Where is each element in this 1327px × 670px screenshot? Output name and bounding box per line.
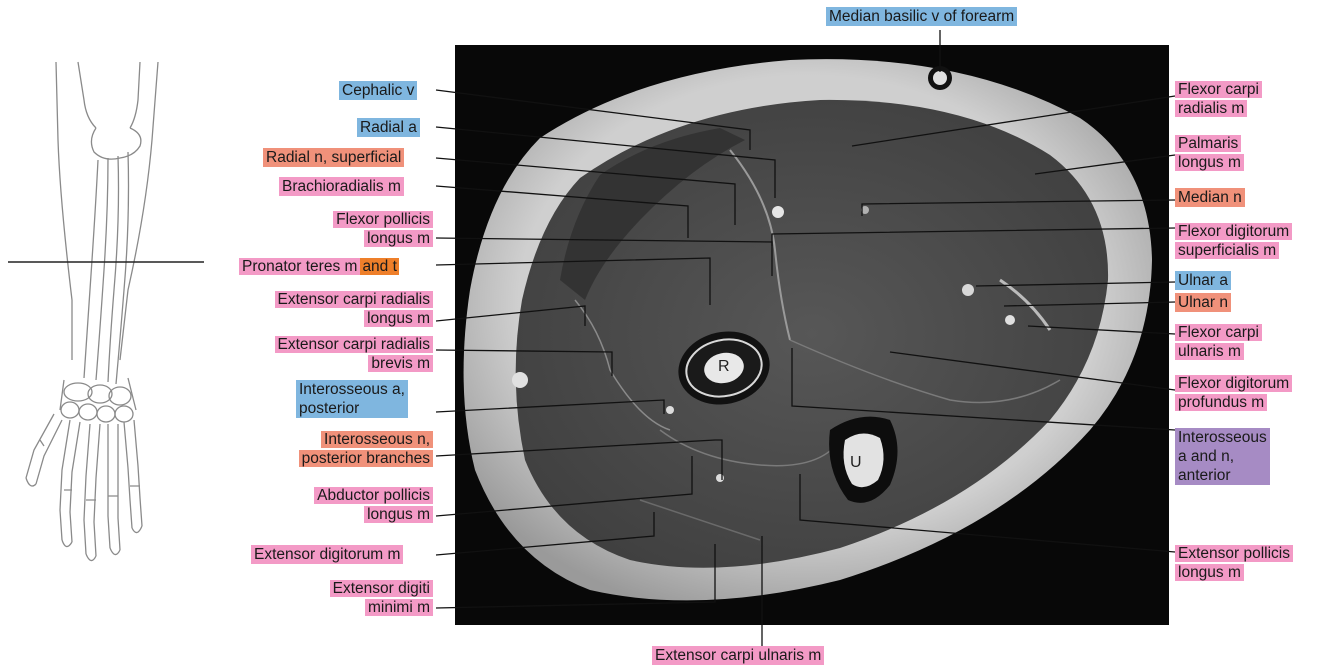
label-palmaris-longus: Palmaris longus m <box>1175 134 1244 172</box>
label-ecrb-line1: Extensor carpi radialis <box>275 336 433 353</box>
label-epl: Extensor pollicis longus m <box>1175 544 1293 582</box>
label-fdp: Flexor digitorum profundus m <box>1175 374 1292 412</box>
label-apl-line1: Abductor pollicis <box>314 487 433 504</box>
label-fcr: Flexor carpi radialis m <box>1175 80 1262 118</box>
label-epl-line2: longus m <box>1175 564 1244 581</box>
label-ia-post-line1: Interosseous a, <box>296 380 408 399</box>
label-in-post-line2: posterior branches <box>299 450 433 467</box>
label-in-post-line1: Interosseous n, <box>321 431 433 448</box>
label-edm-line2: minimi m <box>365 599 433 616</box>
label-ecrl-line1: Extensor carpi radialis <box>275 291 433 308</box>
label-brachioradialis: Brachioradialis m <box>279 177 404 196</box>
label-ulnar-a: Ulnar a <box>1175 271 1231 290</box>
label-edm-line1: Extensor digiti <box>330 580 433 597</box>
label-fcr-line2: radialis m <box>1175 100 1247 117</box>
label-apl: Abductor pollicis longus m <box>311 486 436 524</box>
label-fpl-line1: Flexor pollicis <box>333 211 433 228</box>
ulna-label: U <box>850 454 862 472</box>
label-ecrl: Extensor carpi radialis longus m <box>272 290 436 328</box>
label-cephalic-v: Cephalic v <box>339 81 417 100</box>
label-interosseous-a-posterior: Interosseous a, posterior <box>296 380 408 418</box>
label-ia-ant-line1: Interosseous <box>1175 428 1270 447</box>
label-interosseous-anterior: Interosseous a and n, anterior <box>1175 428 1270 485</box>
label-ia-ant-line2: a and n, <box>1175 447 1270 466</box>
label-pl-line1: Palmaris <box>1175 135 1241 152</box>
label-fds-line1: Flexor digitorum <box>1175 223 1292 240</box>
label-fdp-line1: Flexor digitorum <box>1175 375 1292 392</box>
label-fcu-line1: Flexor carpi <box>1175 324 1262 341</box>
label-flexor-pollicis-longus: Flexor pollicis longus m <box>330 210 436 248</box>
label-ecrb-line2: brevis m <box>368 355 433 372</box>
label-fds-line2: superficialis m <box>1175 242 1279 259</box>
label-extensor-digitorum: Extensor digitorum m <box>251 545 403 564</box>
label-pl-line2: longus m <box>1175 154 1244 171</box>
label-radial-a: Radial a <box>357 118 420 137</box>
label-fpl-line2: longus m <box>364 230 433 247</box>
label-ulnar-n: Ulnar n <box>1175 293 1231 312</box>
arm-bones-illustration <box>26 62 158 561</box>
label-edm: Extensor digiti minimi m <box>327 579 436 617</box>
label-fds: Flexor digitorum superficialis m <box>1175 222 1292 260</box>
label-fcu-line2: ulnaris m <box>1175 343 1244 360</box>
label-apl-line2: longus m <box>364 506 433 523</box>
label-fcu: Flexor carpi ulnaris m <box>1175 323 1262 361</box>
label-ecu: Extensor carpi ulnaris m <box>652 646 824 665</box>
label-epl-line1: Extensor pollicis <box>1175 545 1293 562</box>
label-radial-n-superficial: Radial n, superficial <box>263 148 404 167</box>
radius-label: R <box>718 358 730 376</box>
label-fcr-line1: Flexor carpi <box>1175 81 1262 98</box>
label-ia-post-line2: posterior <box>296 399 408 418</box>
label-ia-ant-line3: anterior <box>1175 466 1270 485</box>
label-median-basilic-v: Median basilic v of forearm <box>826 7 1017 26</box>
label-ecrb: Extensor carpi radialis brevis m <box>272 335 436 373</box>
label-pronator-teres-tendon: and t <box>360 258 398 275</box>
label-median-n: Median n <box>1175 188 1245 207</box>
label-pronator-teres-muscle: Pronator teres m <box>239 258 360 275</box>
label-fdp-line2: profundus m <box>1175 394 1267 411</box>
label-ecrl-line2: longus m <box>364 310 433 327</box>
label-interosseous-n-posterior: Interosseous n, posterior branches <box>296 430 436 468</box>
